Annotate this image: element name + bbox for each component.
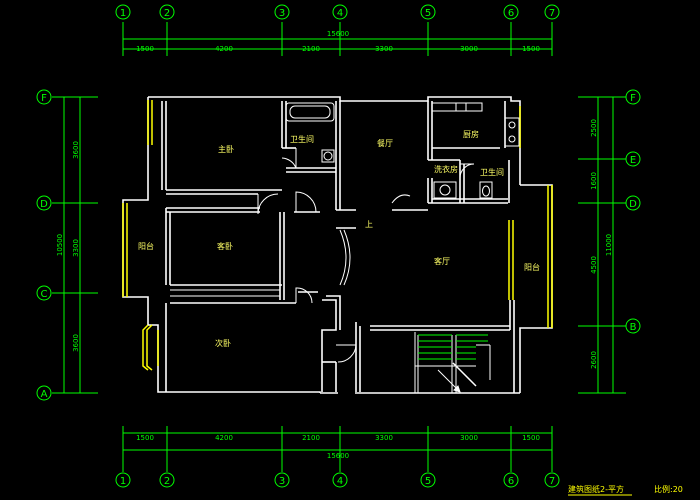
top-axis-label-3: 3: [279, 8, 285, 19]
bottom-dimension-block: [122, 426, 553, 472]
room-label-balcony-right: 阳台: [524, 262, 540, 272]
bottom-axis-label-5: 5: [425, 476, 431, 487]
left-axis-bubbles: [36, 89, 52, 401]
balconies: [122, 100, 553, 387]
walls: [122, 96, 553, 394]
room-label-second-bedroom: 客卧: [217, 241, 233, 251]
bottom-axis-label-3: 3: [279, 476, 285, 487]
room-label-master-bedroom: 主卧: [218, 144, 234, 154]
top-dimension-block: [122, 22, 553, 56]
bottom-axis-bubbles: [115, 472, 560, 488]
bottom-axis-label-2: 2: [164, 476, 170, 487]
right-axis-label-f: F: [630, 93, 636, 104]
left-dimension-block: [52, 96, 98, 394]
right-axis-label-e: E: [630, 155, 636, 166]
top-axis-label-4: 4: [337, 8, 343, 19]
bottom-dimension-3: 2100: [302, 434, 320, 442]
bottom-dimension-1: 1500: [136, 434, 154, 442]
doors: [257, 148, 475, 363]
left-dimension-3: 3600: [72, 334, 80, 352]
right-axis-label-d: D: [629, 199, 637, 210]
bottom-dimension-6: 1500: [522, 434, 540, 442]
room-label-guest-bedroom: 次卧: [215, 338, 231, 348]
left-dimension-1: 3600: [72, 141, 80, 159]
top-dimension-4: 3300: [375, 45, 393, 53]
left-axis-label-c: C: [41, 289, 48, 300]
top-dimension-5: 3000: [460, 45, 478, 53]
top-dimension-6: 1500: [522, 45, 540, 53]
top-axis-bubbles: [115, 4, 560, 20]
left-dimension-2: 3300: [72, 239, 80, 257]
stair-arrow: [437, 369, 461, 393]
top-axis-label-5: 5: [425, 8, 431, 19]
drawing-title: 建筑图纸2-平方: [568, 484, 624, 494]
room-label-living: 客厅: [434, 256, 450, 266]
room-label-bathroom-2: 卫生间: [480, 167, 504, 177]
right-dimension-2: 1600: [590, 172, 598, 190]
top-axis-label-6: 6: [508, 8, 514, 19]
bottom-axis-label-6: 6: [508, 476, 514, 487]
left-axis-label-a: A: [41, 389, 48, 400]
bottom-dimension-2: 4200: [215, 434, 233, 442]
top-axis-label-7: 7: [549, 8, 555, 19]
right-dimension-4: 2600: [590, 351, 598, 369]
top-axis-label-2: 2: [164, 8, 170, 19]
left-total-dimension: 10500: [56, 234, 64, 256]
top-axis-label-1: 1: [120, 8, 126, 19]
bottom-axis-label-7: 7: [549, 476, 555, 487]
room-label-dining: 餐厅: [377, 139, 393, 148]
top-total-dimension: 15600: [327, 30, 349, 38]
drawing-scale: 比例:20: [654, 484, 683, 494]
bottom-axis-label-4: 4: [337, 476, 343, 487]
room-label-laundry: 洗衣房: [434, 164, 458, 174]
stair-up-label: 上: [365, 220, 373, 229]
bottom-axis-label-1: 1: [120, 476, 126, 487]
right-axis-bubbles: [625, 89, 641, 334]
right-dimension-1: 2500: [590, 119, 598, 137]
room-label-balcony-left: 阳台: [138, 241, 154, 251]
right-axis-label-b: B: [630, 322, 637, 333]
bottom-dimension-5: 3000: [460, 434, 478, 442]
bottom-dimension-4: 3300: [375, 434, 393, 442]
bottom-total-dimension: 15600: [327, 452, 349, 460]
right-total-dimension: 11000: [605, 234, 613, 256]
stair-treads: [418, 334, 488, 360]
left-axis-label-d: D: [40, 199, 48, 210]
left-axis-label-f: F: [41, 93, 47, 104]
room-label-bathroom-1: 卫生间: [290, 134, 314, 144]
fixtures: [170, 102, 520, 297]
top-dimension-3: 2100: [302, 45, 320, 53]
top-dimension-2: 4200: [215, 45, 233, 53]
room-label-kitchen: 厨房: [463, 129, 479, 139]
top-dimension-1: 1500: [136, 45, 154, 53]
right-dimension-3: 4500: [590, 256, 598, 274]
right-dimension-block: [578, 96, 626, 394]
